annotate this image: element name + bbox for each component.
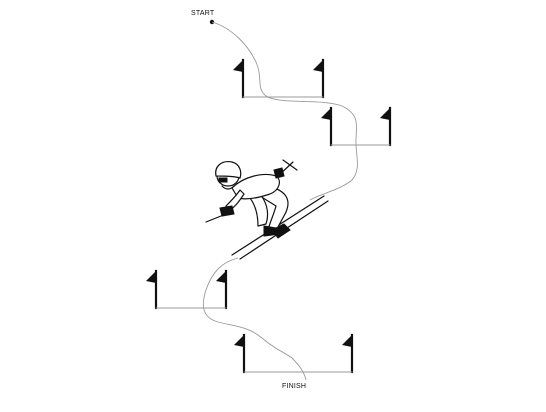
goggles-icon: [218, 177, 228, 183]
course-path: [211, 21, 358, 201]
course-path-lower: [202, 257, 307, 381]
skier-glove-upper: [273, 167, 285, 179]
skier-mouth: [221, 185, 235, 190]
start-label: START: [191, 10, 215, 17]
gate-1: [233, 58, 325, 99]
gate-4: [234, 333, 354, 374]
skier-torso: [231, 173, 280, 200]
gate-3: [146, 269, 228, 310]
skier-arm: [225, 189, 245, 211]
skier-leg-front: [249, 191, 269, 227]
finish-label: FINISH: [282, 383, 306, 390]
skier-glove-lower: [219, 205, 235, 217]
pole-grip: [282, 159, 298, 171]
skier-figure: [205, 159, 329, 260]
skier-boot-back: [271, 223, 291, 239]
gate-2: [321, 106, 392, 147]
helmet-icon: [215, 161, 242, 179]
